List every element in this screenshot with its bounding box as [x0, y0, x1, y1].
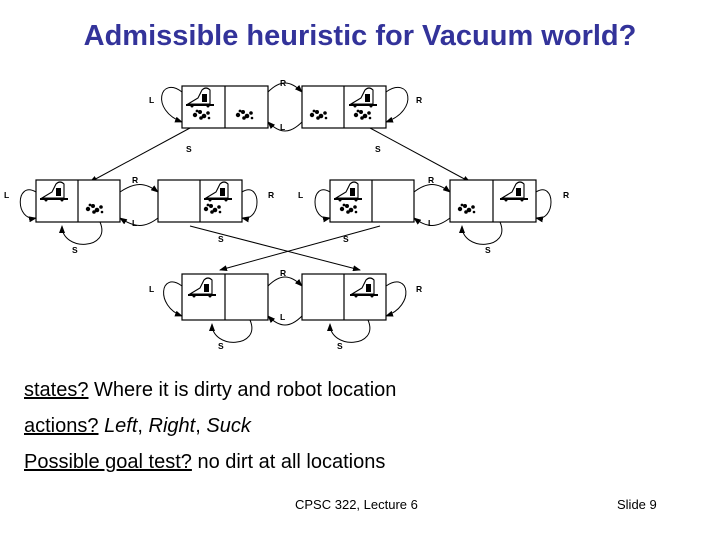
- label-left: L: [4, 190, 9, 200]
- label-right: R: [563, 190, 569, 200]
- label-right: R: [416, 284, 422, 294]
- loop-m1-suck: [59, 221, 103, 245]
- slide-number: Slide 9: [617, 497, 657, 512]
- loop-s1-left: [161, 86, 183, 123]
- bullet-text: ,: [137, 415, 149, 437]
- edge-top-left: [267, 121, 303, 132]
- edge-m1-left: [119, 217, 159, 226]
- edge-bottom-right: [267, 276, 303, 287]
- edge-m2-left: [413, 217, 451, 226]
- label-suck: S: [337, 341, 343, 351]
- label-left: L: [428, 218, 433, 228]
- label-suck: S: [485, 245, 491, 255]
- label-right: R: [268, 190, 274, 200]
- bullet-text: ,: [195, 415, 207, 437]
- bullet-key: states?: [24, 379, 89, 401]
- loop-m1-left: [19, 189, 37, 223]
- label-suck: S: [186, 144, 192, 154]
- action-left: Left: [104, 415, 138, 437]
- action-right: Right: [148, 415, 196, 437]
- label-left: L: [149, 95, 154, 105]
- edge-m1-right: [119, 184, 159, 193]
- state-mid-3: [329, 179, 415, 223]
- label-left: L: [298, 190, 303, 200]
- edge-cross-1: [189, 225, 361, 272]
- state-mid-1: [35, 179, 121, 223]
- edge-cross-2: [219, 225, 381, 272]
- label-right: R: [428, 175, 434, 185]
- action-suck: Suck: [206, 415, 251, 437]
- edge-s2-suck: [369, 127, 471, 183]
- label-suck: S: [375, 144, 381, 154]
- loop-b2-right: [385, 281, 407, 317]
- slide-title: Admissible heuristic for Vacuum world?: [83, 20, 637, 52]
- label-suck: S: [218, 234, 224, 244]
- loop-b1-suck: [209, 319, 253, 343]
- edge-bottom-left: [267, 315, 303, 326]
- loop-b2-suck: [327, 319, 371, 343]
- bullet-key: actions?: [24, 415, 99, 437]
- bullet-text: Where it is dirty and robot location: [88, 379, 397, 401]
- label-left: L: [149, 284, 154, 294]
- state-top-right: [301, 85, 387, 129]
- bullet-list: states? Where it is dirty and robot loca…: [24, 372, 396, 480]
- label-suck: S: [72, 245, 78, 255]
- edge-s1-suck: [89, 127, 191, 183]
- bullet-actions: actions? Left, Right, Suck: [24, 408, 396, 444]
- state-bottom-left: [181, 273, 269, 321]
- label-right: R: [280, 78, 286, 88]
- label-left: L: [280, 312, 285, 322]
- label-suck: S: [343, 234, 349, 244]
- label-suck: S: [218, 341, 224, 351]
- state-top-left: [181, 85, 269, 129]
- loop-m3-left: [314, 189, 331, 223]
- state-mid-4: [449, 179, 537, 223]
- bullet-goal: Possible goal test? no dirt at all locat…: [24, 444, 396, 480]
- bullet-text: no dirt at all locations: [191, 451, 386, 473]
- state-mid-2: [157, 179, 243, 223]
- label-right: R: [280, 268, 286, 278]
- edge-labels: R L L R S S R L R L L R L R S S S S R L …: [4, 78, 569, 351]
- edge-m2-right: [413, 184, 451, 193]
- loop-m4-suck: [459, 221, 503, 245]
- label-left: L: [132, 218, 137, 228]
- state-bottom-right: [301, 273, 387, 321]
- bullet-states: states? Where it is dirty and robot loca…: [24, 372, 396, 408]
- slide-footer: CPSC 322, Lecture 6: [295, 497, 418, 512]
- label-left: L: [280, 122, 285, 132]
- vacuum-state-space-diagram: R L L R S S R L R L L R L R S S S S R L …: [4, 78, 569, 351]
- label-right: R: [416, 95, 422, 105]
- loop-b1-left: [163, 281, 183, 317]
- label-right: R: [132, 175, 138, 185]
- transition-edges: [19, 82, 552, 343]
- edge-top-right: [267, 82, 303, 93]
- bullet-key: Possible goal test?: [24, 451, 192, 473]
- loop-s2-right: [385, 86, 409, 123]
- loop-m2-right: [241, 189, 258, 223]
- loop-m4-right: [535, 189, 552, 223]
